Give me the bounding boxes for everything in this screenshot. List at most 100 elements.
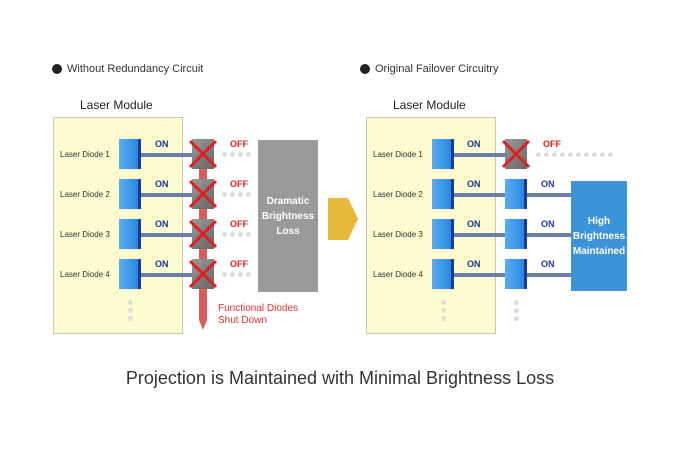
wire xyxy=(454,153,506,157)
laser-diode xyxy=(119,219,141,249)
wire xyxy=(141,153,193,157)
wire xyxy=(527,233,571,237)
backup-diode xyxy=(505,179,527,209)
inactive-dot xyxy=(552,152,557,157)
inactive-dot xyxy=(592,152,597,157)
diode-label: Laser Diode 4 xyxy=(373,270,423,279)
more-dot xyxy=(441,300,446,305)
laser-diode xyxy=(119,139,141,169)
wire xyxy=(527,193,571,197)
shutdown-arrow-icon xyxy=(199,320,207,330)
on-label: ON xyxy=(467,139,481,149)
inactive-dot xyxy=(222,232,227,237)
inactive-dot xyxy=(584,152,589,157)
inactive-dot xyxy=(222,272,227,277)
section-title-text: Original Failover Circuitry xyxy=(375,63,499,75)
module-title-right: Laser Module xyxy=(393,98,466,112)
wire xyxy=(527,273,571,277)
failed-x-icon xyxy=(188,219,218,254)
off-label: OFF xyxy=(230,179,248,189)
on-label: ON xyxy=(541,179,555,189)
diode-label: Laser Diode 4 xyxy=(60,270,110,279)
on-label: ON xyxy=(467,179,481,189)
more-dot xyxy=(128,308,133,313)
inactive-dot xyxy=(246,232,251,237)
wire xyxy=(141,273,193,277)
bullet-icon xyxy=(52,64,62,74)
inactive-dot xyxy=(222,192,227,197)
laser-diode xyxy=(119,179,141,209)
backup-diode xyxy=(505,219,527,249)
laser-diode xyxy=(119,259,141,289)
off-label: OFF xyxy=(543,139,561,149)
diode-label: Laser Diode 1 xyxy=(60,150,110,159)
on-label: ON xyxy=(541,219,555,229)
inactive-dot xyxy=(230,272,235,277)
section-title-text: Without Redundancy Circuit xyxy=(67,63,204,75)
laser-diode xyxy=(432,139,454,169)
on-label: ON xyxy=(467,219,481,229)
section-title-right: Original Failover Circuitry xyxy=(360,63,498,75)
inactive-dot xyxy=(222,152,227,157)
dramatic-brightness-loss-box: Dramatic Brightness Loss xyxy=(258,140,318,292)
more-dot xyxy=(128,300,133,305)
inactive-dot xyxy=(576,152,581,157)
diode-label: Laser Diode 2 xyxy=(60,190,110,199)
off-label: OFF xyxy=(230,139,248,149)
inactive-dot xyxy=(246,192,251,197)
section-title-left: Without Redundancy Circuit xyxy=(52,63,203,75)
failed-x-icon xyxy=(188,179,218,214)
module-title-left: Laser Module xyxy=(80,98,153,112)
more-dot xyxy=(514,300,519,305)
inactive-dot xyxy=(600,152,605,157)
on-label: ON xyxy=(155,219,169,229)
wire xyxy=(454,233,506,237)
off-label: OFF xyxy=(230,219,248,229)
more-dot xyxy=(441,316,446,321)
result-text: High Brightness Maintained xyxy=(572,215,626,257)
inactive-dot xyxy=(246,272,251,277)
off-label: OFF xyxy=(230,259,248,269)
failed-x-icon xyxy=(188,259,218,294)
inactive-dot xyxy=(230,192,235,197)
wire xyxy=(141,233,193,237)
bullet-icon xyxy=(360,64,370,74)
shutdown-note: Functional Diodes Shut Down xyxy=(218,303,299,326)
inactive-dot xyxy=(246,152,251,157)
more-dot xyxy=(514,316,519,321)
caption: Projection is Maintained with Minimal Br… xyxy=(125,368,555,388)
inactive-dot xyxy=(238,272,243,277)
laser-diode xyxy=(432,259,454,289)
inactive-dot xyxy=(536,152,541,157)
wire xyxy=(454,273,506,277)
inactive-dot xyxy=(230,232,235,237)
on-label: ON xyxy=(155,179,169,189)
diode-label: Laser Diode 2 xyxy=(373,190,423,199)
wire xyxy=(454,193,506,197)
failed-x-icon xyxy=(188,139,218,174)
inactive-dot xyxy=(238,152,243,157)
high-brightness-box: High Brightness Maintained xyxy=(571,181,627,291)
on-label: ON xyxy=(155,139,169,149)
inactive-dot xyxy=(544,152,549,157)
inactive-dot xyxy=(238,232,243,237)
on-label: ON xyxy=(467,259,481,269)
more-dot xyxy=(441,308,446,313)
wire xyxy=(141,193,193,197)
on-label: ON xyxy=(155,259,169,269)
more-dot xyxy=(514,308,519,313)
diode-label: Laser Diode 3 xyxy=(373,230,423,239)
more-dot xyxy=(128,316,133,321)
laser-diode xyxy=(432,219,454,249)
on-label: ON xyxy=(541,259,555,269)
backup-diode xyxy=(505,259,527,289)
diode-label: Laser Diode 1 xyxy=(373,150,423,159)
diode-label: Laser Diode 3 xyxy=(60,230,110,239)
inactive-dot xyxy=(608,152,613,157)
inactive-dot xyxy=(238,192,243,197)
laser-diode xyxy=(432,179,454,209)
result-text: Dramatic Brightness Loss xyxy=(261,195,315,237)
inactive-dot xyxy=(560,152,565,157)
failed-x-icon xyxy=(501,139,531,174)
inactive-dot xyxy=(568,152,573,157)
